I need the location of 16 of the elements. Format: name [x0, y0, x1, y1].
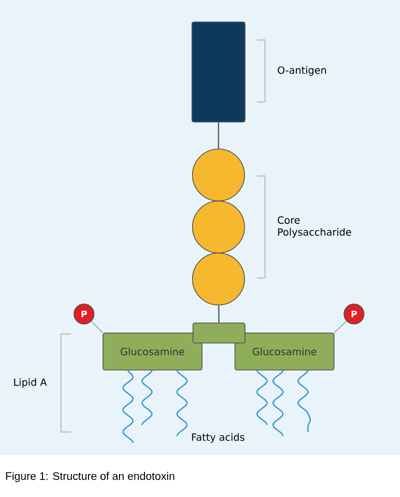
sugar-circle — [192, 200, 245, 254]
label: Lipid A — [14, 378, 47, 388]
glucosamine-box: Glucosamine — [102, 332, 202, 370]
label: Core Polysaccharide — [278, 216, 352, 238]
sugar-circle — [192, 252, 245, 306]
glucosamine-box: Glucosamine — [234, 332, 334, 370]
o-antigen-block — [192, 22, 246, 122]
connector-line — [218, 305, 220, 323]
label: Fatty acids — [192, 433, 244, 443]
connector-line — [218, 122, 220, 149]
connector-line — [90, 320, 104, 334]
linker-block — [192, 322, 246, 344]
label: O-antigen — [278, 66, 326, 76]
sugar-circle — [192, 148, 245, 202]
connector-line — [334, 320, 347, 334]
caption: Figure 1: Structure of an endotoxin — [6, 472, 174, 482]
